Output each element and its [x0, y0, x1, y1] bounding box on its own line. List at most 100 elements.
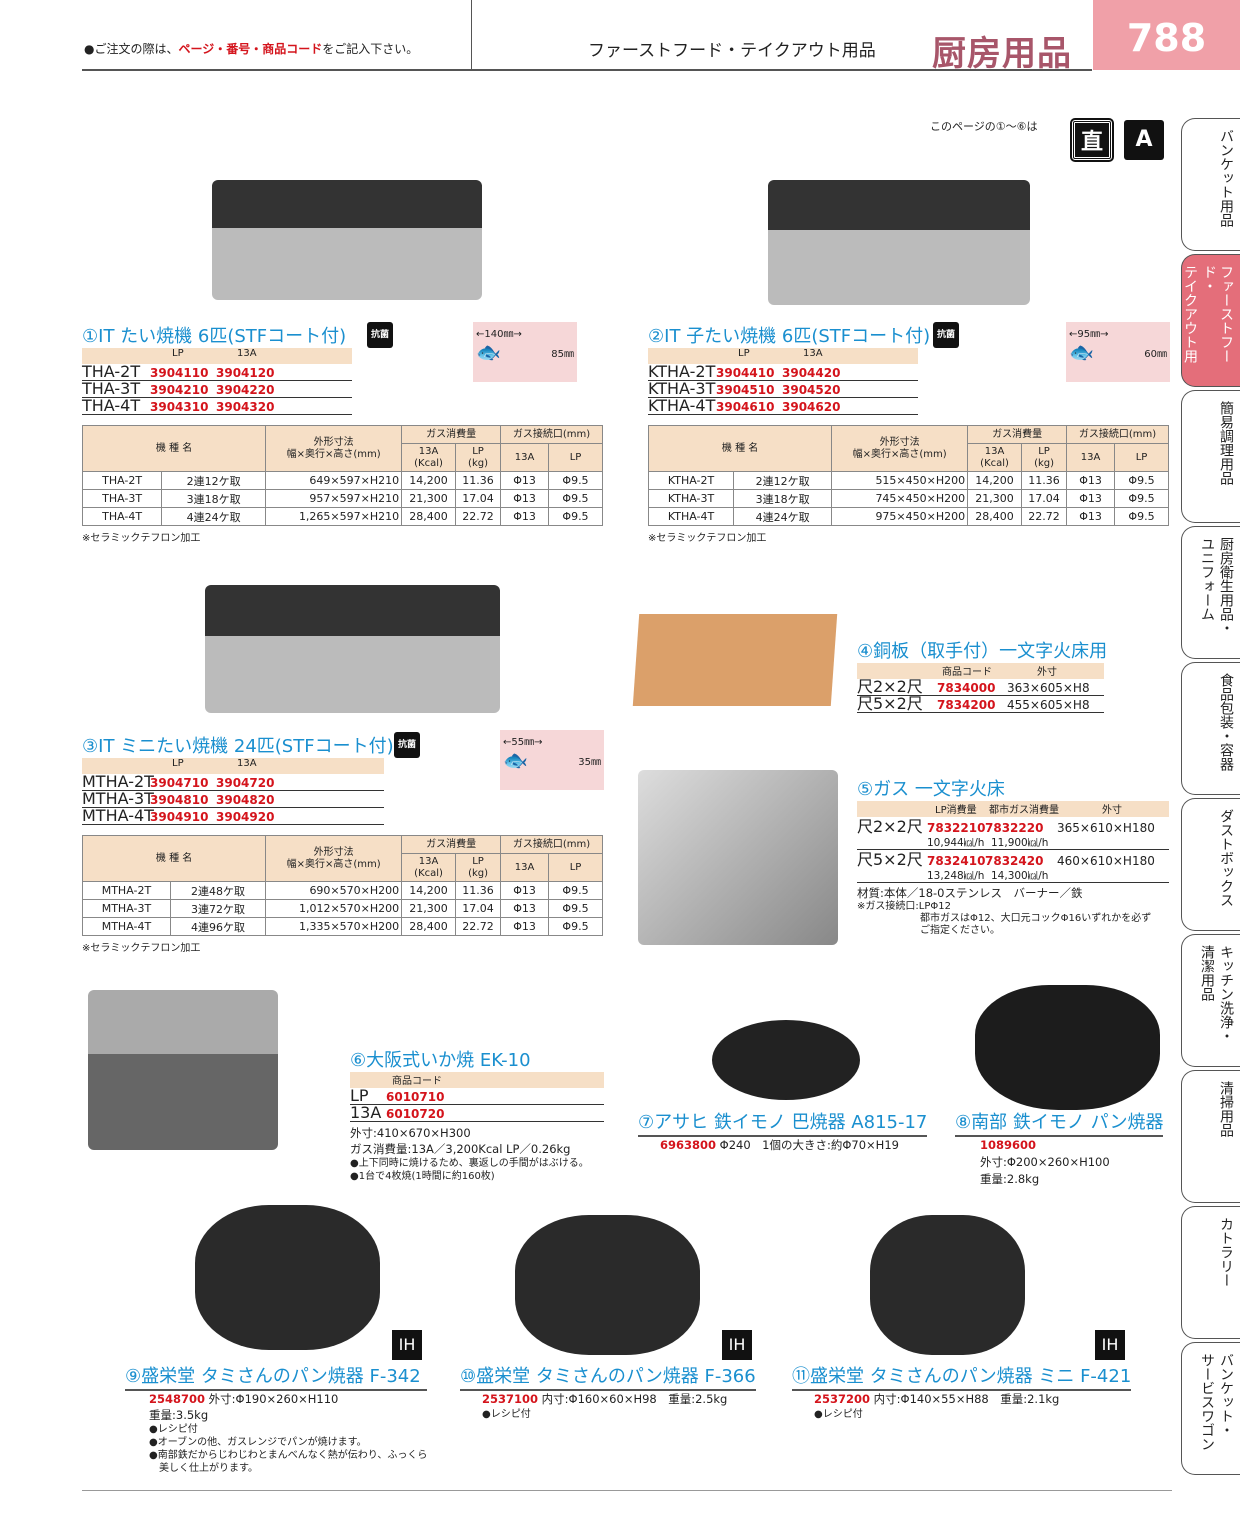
connection-note: ※ガス接続口:LPΦ12: [857, 901, 951, 912]
conn-lp: Φ9.5: [1114, 471, 1169, 490]
tab-label: カトラリー: [1218, 1217, 1234, 1287]
kg-lp: 11.36: [454, 471, 502, 490]
product-image-f366: [515, 1215, 700, 1355]
city-gas-consumption: 14,300㎉/h: [991, 870, 1049, 882]
tab-label: 清潔用品: [1199, 945, 1215, 1001]
product-image-gas-burner: [638, 770, 838, 945]
kg-lp: 17.04: [454, 489, 502, 508]
column-header: 外寸: [1102, 805, 1122, 816]
capacity: 2連48ケ取: [169, 881, 267, 900]
product-title: ⑦アサヒ 鉄イモノ 巴焼器 A815-17: [638, 1108, 928, 1137]
header-lp: LP(kg): [454, 443, 502, 472]
product-code-lp: 3904210: [150, 383, 209, 397]
kg-lp: 17.04: [1020, 489, 1068, 508]
dimensions: 1,265×597×H210: [265, 507, 403, 526]
product-code: 2537100: [482, 1392, 539, 1406]
coating-note: ※セラミックテフロン加工: [82, 943, 201, 954]
category-tab[interactable]: バンケット用品: [1181, 118, 1240, 251]
product-code-lp: 3904710: [150, 776, 209, 790]
header-dims-label: 外形寸法: [313, 436, 354, 448]
category-tab[interactable]: 厨房衛生用品・ユニフォーム: [1181, 526, 1240, 659]
tab-label: 食品包装・容器: [1218, 673, 1234, 771]
category-tab[interactable]: 清掃用品: [1181, 1070, 1240, 1203]
category-tab[interactable]: ファーストフード・テイクアウト用品: [1165, 254, 1240, 387]
tab-label: 簡易調理用品: [1218, 401, 1234, 485]
category-tab[interactable]: キッチン洗浄・清潔用品: [1181, 934, 1240, 1067]
feature-note: ●レシピ付: [482, 1409, 531, 1420]
category-tab[interactable]: カトラリー: [1181, 1206, 1240, 1339]
city-gas-consumption: 11,900㎉/h: [991, 837, 1049, 849]
product-image-ikayaki: [88, 990, 278, 1150]
kcal-13a: 21,300: [401, 899, 456, 918]
column-header: LP: [738, 348, 750, 359]
tab-label: 清掃用品: [1218, 1081, 1234, 1137]
product-code: 6010710: [386, 1090, 445, 1104]
product-title: ④銅板（取手付）一文字火床用: [857, 641, 1108, 662]
header-dims-label: 外形寸法: [313, 846, 354, 858]
header-13a: 13A: [500, 853, 549, 882]
spec-line: 外寸:410×670×H300: [350, 1126, 471, 1140]
product-title: ⑩盛栄堂 タミさんのパン焼器 F-366: [460, 1362, 756, 1391]
fish-size-diagram: ←140㎜→🐟85㎜: [473, 322, 577, 382]
product-code: 2548700: [149, 1392, 206, 1406]
column-header: 13A: [237, 758, 257, 769]
category-tabs: バンケット用品ファーストフード・テイクアウト用品簡易調理用品厨房衛生用品・ユニフ…: [1165, 118, 1240, 1478]
header-13a: 13A: [500, 443, 549, 472]
spec-table: 機 種 名外形寸法幅×奥行×高さ(mm)ガス消費量ガス接続口(mm)13A(Kc…: [81, 425, 604, 526]
section-category: ファーストフード・テイクアウト用品: [588, 41, 876, 61]
kcal-13a: 28,400: [967, 507, 1022, 526]
header-unit: (Kcal): [980, 457, 1009, 469]
product-f366: ⑩盛栄堂 タミさんのパン焼器 F-366 2537100 内寸:Φ160×60×…: [460, 1362, 756, 1423]
column-header: 商品コード: [942, 667, 992, 678]
header-dims-label: 外形寸法: [879, 436, 920, 448]
fish-size-diagram: ←95㎜→🐟60㎜: [1066, 322, 1170, 382]
product-code-13a: 3904620: [782, 400, 841, 414]
spec-line: ガス消費量:13A／3,200Kcal LP／0.26kg: [350, 1142, 571, 1156]
product-image-mtha: [205, 585, 500, 713]
kcal-13a: 28,400: [401, 507, 456, 526]
conn-lp: Φ9.5: [547, 507, 604, 526]
product-title: ③IT ミニたい焼機 24匹(STFコート付): [82, 736, 394, 757]
feature-note: ●南部鉄だからじわじわとまんべんなく熱が伝わり、ふっくら: [149, 1450, 428, 1461]
connection-note: 都市ガスはΦ12、大口元コックΦ16いずれかを必ず: [920, 913, 1152, 924]
conn-lp: Φ9.5: [547, 471, 604, 490]
tab-label: キッチン洗浄・: [1218, 945, 1234, 1043]
product-code: 7834000: [937, 681, 996, 695]
capacity: 4連96ケ取: [169, 917, 267, 936]
column-header: 外寸: [1037, 667, 1057, 678]
dimensions: 1,335×570×H200: [265, 917, 403, 936]
header-label: LP: [472, 445, 484, 457]
coating-note: ※セラミックテフロン加工: [82, 533, 201, 544]
product-code: 7834200: [937, 698, 996, 712]
category-tab[interactable]: ダストボックス: [1181, 798, 1240, 931]
product-code-13a: 3904420: [782, 366, 841, 380]
dimensions: 975×450×H200: [831, 507, 969, 526]
conn-lp: Φ9.5: [548, 899, 603, 918]
header-gas-consumption: ガス消費量: [401, 835, 502, 854]
dimensions: 957×597×H210: [265, 489, 403, 508]
antibacterial-icon: 抗菌: [394, 732, 420, 758]
size: 尺2×2尺: [857, 677, 923, 696]
category-tab[interactable]: バンケット・サービスワゴン: [1181, 1342, 1240, 1475]
kg-lp: 11.36: [1020, 471, 1068, 490]
kg-lp: 11.36: [454, 881, 502, 900]
category-tab[interactable]: 食品包装・容器: [1181, 662, 1240, 795]
conn-lp: Φ9.5: [1114, 507, 1169, 526]
fish-width: ←140㎜→: [476, 329, 522, 340]
material-note: 材質:本体／18-0ステンレス バーナー／鉄: [857, 886, 1083, 900]
model: MTHA-4T: [82, 917, 171, 936]
dimensions: 690×570×H200: [265, 881, 403, 900]
category-tab[interactable]: 簡易調理用品: [1181, 390, 1240, 523]
header-13a: 13A(Kcal): [401, 443, 456, 472]
product-title: ⑤ガス 一文字火床: [857, 779, 1005, 800]
fish-height: 85㎜: [551, 348, 574, 360]
